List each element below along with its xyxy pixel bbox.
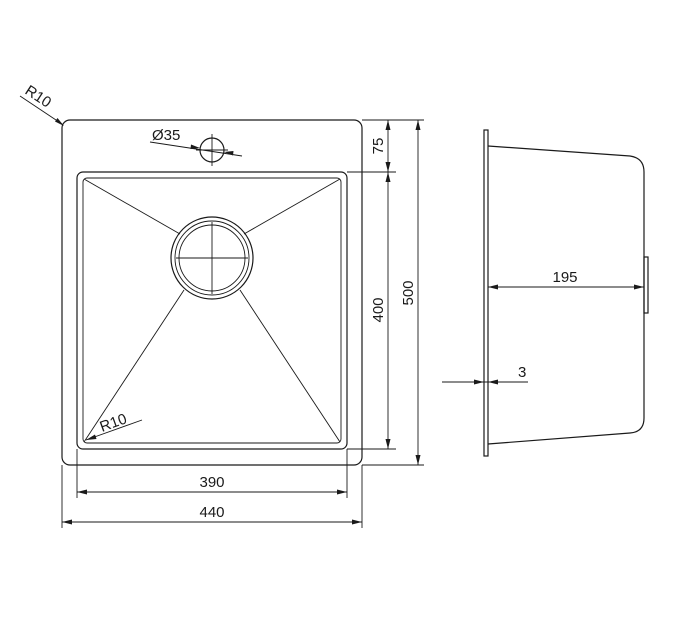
bowl-width-label: 390 bbox=[199, 474, 224, 491]
dim-75-arrow-bottom bbox=[385, 162, 391, 172]
depth-label: 195 bbox=[552, 269, 577, 286]
outer-radius-leader bbox=[19, 95, 63, 125]
overall-length-label: 500 bbox=[400, 280, 417, 305]
drain-outer bbox=[170, 216, 254, 300]
side-bowl-profile bbox=[487, 145, 645, 445]
bowl-outline-outer bbox=[76, 171, 348, 450]
dim-440-arrow-right bbox=[352, 519, 362, 525]
dim-400-arrow-bottom bbox=[385, 439, 391, 449]
hole-diameter-leader bbox=[149, 141, 243, 157]
tap-offset-label: 75 bbox=[370, 138, 387, 155]
slope-line-bottom-left bbox=[83, 289, 185, 443]
side-rim-plate bbox=[483, 129, 489, 457]
overall-width-label: 440 bbox=[199, 504, 224, 521]
drain-mid bbox=[174, 220, 250, 296]
dim-75-arrow-top bbox=[385, 120, 391, 130]
dim-3-arrow-right bbox=[488, 379, 498, 385]
top-view: Ø35 R10 R10 75 400 500 bbox=[19, 82, 424, 528]
dim-390-arrow-left bbox=[77, 489, 87, 495]
outer-radius-label: R10 bbox=[22, 82, 54, 111]
slope-line-top-left bbox=[83, 178, 181, 235]
slope-line-top-right bbox=[243, 178, 341, 235]
hole-diameter-label: Ø35 bbox=[152, 127, 180, 144]
hole-diameter-arrow-right bbox=[224, 151, 234, 156]
dim-500-arrow-bottom bbox=[415, 455, 421, 465]
dim-500-arrow-top bbox=[415, 120, 421, 130]
dim-195-arrow-right bbox=[634, 284, 644, 290]
dim-400-arrow-top bbox=[385, 172, 391, 182]
hole-diameter-arrow-left bbox=[190, 144, 200, 149]
dim-3-arrow-left bbox=[474, 379, 484, 385]
slope-line-bottom-right bbox=[239, 289, 341, 443]
side-drain-stub bbox=[643, 256, 649, 314]
bowl-outline-inner bbox=[82, 177, 342, 444]
dim-390-arrow-right bbox=[337, 489, 347, 495]
side-view: 195 3 bbox=[442, 129, 649, 457]
thickness-label: 3 bbox=[518, 364, 526, 381]
bowl-length-label: 400 bbox=[370, 297, 387, 322]
outer-rim bbox=[61, 119, 363, 466]
dim-195-arrow-left bbox=[488, 284, 498, 290]
outer-radius-arrow bbox=[55, 118, 64, 126]
dim-440-arrow-left bbox=[62, 519, 72, 525]
inner-radius-arrow bbox=[86, 434, 97, 440]
